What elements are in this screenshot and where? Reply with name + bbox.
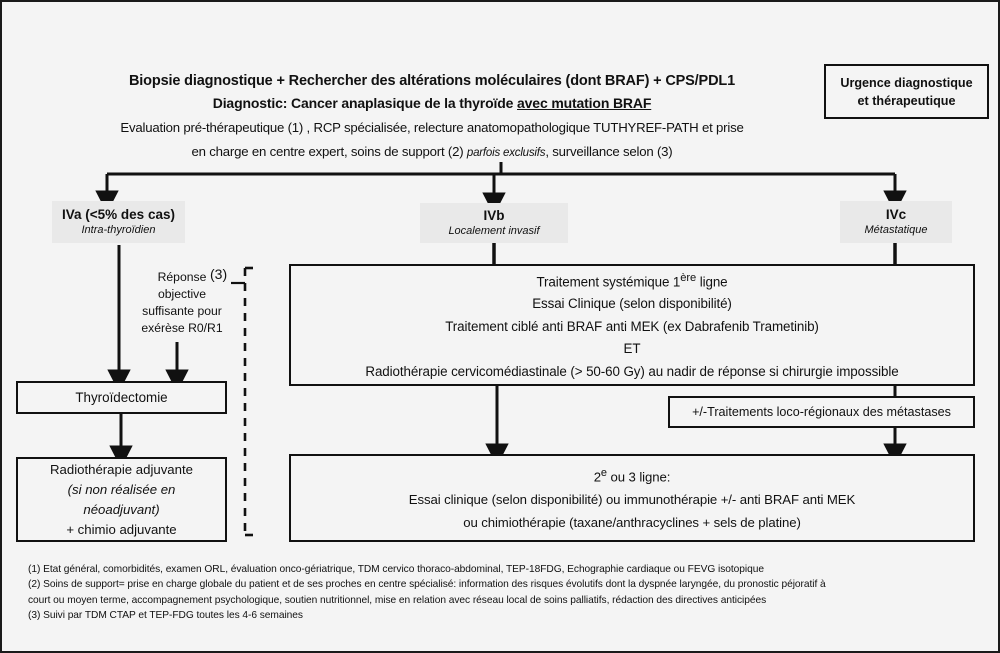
branch-label-line-4: exérèse R0/R1 — [141, 321, 223, 335]
radiotherapie-line-3: néoadjuvant) — [83, 501, 160, 517]
header-line-2-lead: Diagnostic: Cancer anaplasique de la thy… — [212, 95, 518, 111]
header-line-1-rest: diagnostique + Rechercher des altération… — [180, 73, 736, 89]
header-line-3b-post: , surveillance selon (3) — [545, 144, 673, 159]
radiotherapie-line-4: + chimio adjuvante — [66, 521, 177, 537]
radiotherapie-line-2: (si non réalisée en — [67, 481, 176, 497]
stage-box-ivc: IVc Métastatique — [840, 201, 952, 243]
header-line-3b-pre: en charge en centre expert, soins de sup… — [191, 144, 467, 159]
header-line-3a-text: Evaluation pré-thérapeutique (1) , RCP s… — [120, 120, 744, 135]
thyroidectomie-label: Thyroïdectomie — [75, 390, 168, 405]
header-line-1-lead: Biopsie — [128, 73, 181, 89]
footnote-2-part-2: court ou moyen terme, accompagnement psy… — [28, 594, 767, 606]
systemique-line-5: Radiothérapie cervicomédiastinale (> 50-… — [365, 363, 899, 379]
second-line-line-1: 2e ou 3 ligne: — [593, 466, 671, 485]
branch-label-line-1: Réponse — [157, 270, 207, 284]
systemique-ordinal-sup: ère — [680, 271, 697, 284]
stage-ivc-subtitle: Métastatique — [864, 224, 928, 236]
systemique-line-2: Essai Clinique (selon disponibilité) — [532, 296, 732, 312]
stage-box-iva: IVa (<5% des cas) Intra-thyroïdien — [52, 201, 185, 243]
systemique-line-1: Traitement systémique 1ère ligne — [536, 271, 728, 289]
systemique-line-3: Traitement ciblé anti BRAF anti MEK (ex … — [445, 318, 819, 334]
footnotes-block: (1) Etat général, comorbidités, examen O… — [28, 562, 978, 623]
branch-condition-label: Réponse objective suffisante pour exérès… — [132, 269, 232, 337]
box-traitement-systemique: Traitement systémique 1ère ligne Essai C… — [289, 264, 975, 386]
header-line-3a: Evaluation pré-thérapeutique (1) , RCP s… — [62, 117, 802, 139]
box-traitements-loco-regionaux: +/-Traitements loco-régionaux des métast… — [668, 396, 975, 428]
stage-ivc-title: IVc — [885, 207, 907, 222]
urgence-line-2: et thérapeutique — [857, 93, 956, 108]
diagram-header: Biopsie diagnostique + Rechercher des al… — [62, 70, 802, 164]
urgence-line-1: Urgence diagnostique — [840, 75, 973, 90]
header-line-3b: en charge en centre expert, soins de sup… — [62, 141, 802, 164]
footnote-1: (1) Etat général, comorbidités, examen O… — [28, 564, 764, 575]
second-line-line-2: Essai clinique (selon disponibilité) ou … — [408, 492, 856, 508]
header-line-2: Diagnostic: Cancer anaplasique de la thy… — [62, 92, 802, 115]
urgence-box: Urgence diagnostique et thérapeutique — [824, 64, 989, 119]
systemique-line-4: ET — [623, 341, 641, 357]
header-line-3b-italic: parfois exclusifs — [466, 147, 546, 159]
stage-iva-title: IVa (<5% des cas) — [62, 207, 175, 222]
footnote-3: (3) Suivi par TDM CTAP et TEP-FDG toutes… — [28, 609, 303, 621]
branch-label-line-3: suffisante pour — [142, 304, 222, 318]
box-deuxieme-ligne: 2e ou 3 ligne: Essai clinique (selon dis… — [289, 454, 975, 542]
locoregional-label: +/-Traitements loco-régionaux des métast… — [692, 405, 951, 419]
box-radiotherapie-adjuvante: Radiothérapie adjuvante (si non réalisée… — [16, 457, 227, 542]
footnote-ref-3: (3) — [210, 266, 228, 282]
branch-label-line-2: objective — [157, 287, 207, 301]
second-line-line-3: ou chimiothérapie (taxane/anthracyclines… — [463, 515, 801, 531]
footnote-2-part-1: (2) Soins de support= prise en charge gl… — [28, 579, 826, 591]
stage-box-ivb: IVb Localement invasif — [420, 203, 568, 243]
radiotherapie-line-1: Radiothérapie adjuvante — [50, 461, 193, 477]
stage-iva-subtitle: Intra-thyroïdien — [81, 224, 156, 236]
header-line-1: Biopsie diagnostique + Rechercher des al… — [62, 70, 802, 92]
stage-ivb-subtitle: Localement invasif — [448, 225, 540, 237]
box-thyroidectomie: Thyroïdectomie — [16, 381, 227, 414]
second-line-ordinal-sup: e — [600, 466, 607, 479]
stage-ivb-title: IVb — [483, 208, 505, 223]
header-line-2-underlined: avec mutation BRAF — [517, 95, 652, 111]
